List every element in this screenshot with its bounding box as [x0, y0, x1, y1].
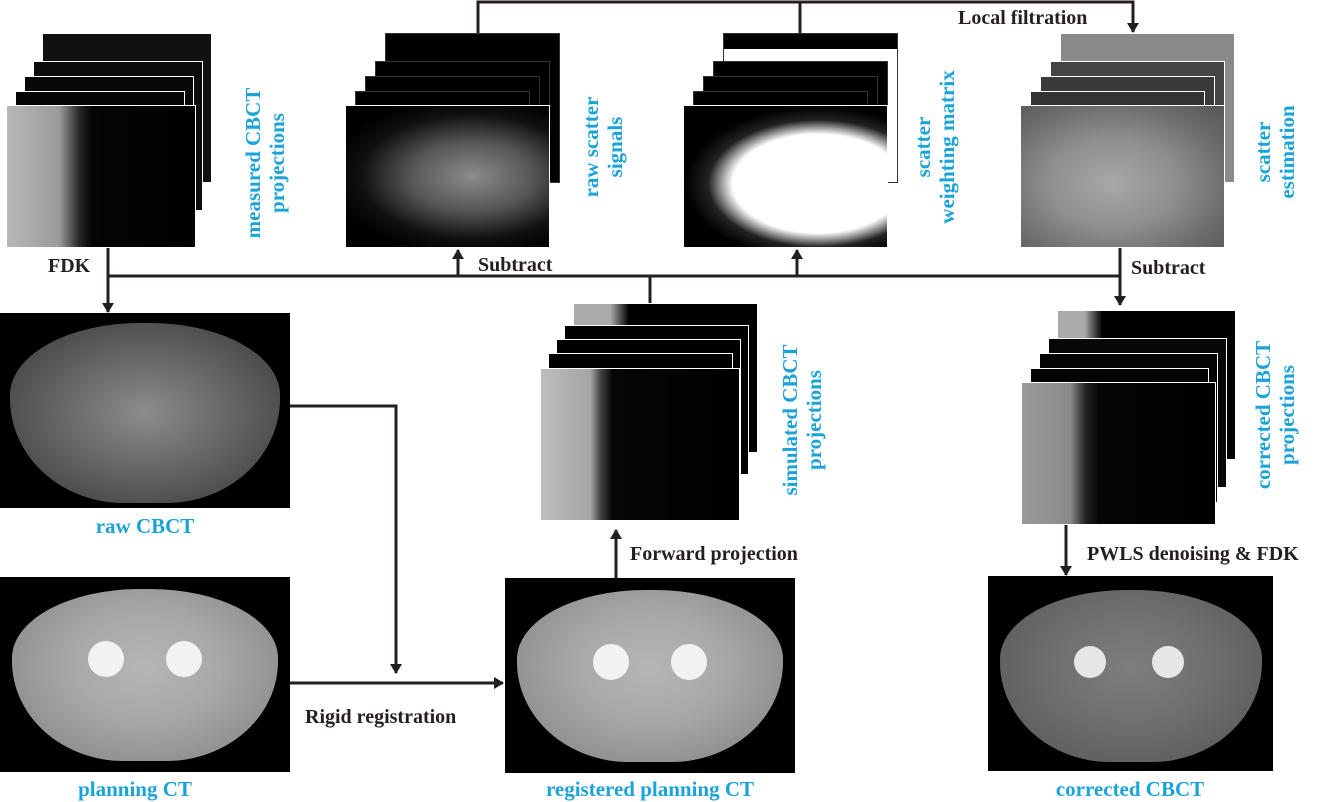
subtract-left-label: Subtract — [478, 254, 553, 276]
simulated-projections-stack — [540, 303, 760, 521]
raw-to-reg-arrow — [290, 404, 402, 674]
measured-projections-stack — [6, 33, 216, 248]
registered-planning-ct-caption: registered planning CT — [545, 777, 755, 801]
corrected-cbct-caption: corrected CBCT — [1055, 777, 1205, 801]
subtract-right-label: Subtract — [1131, 257, 1206, 279]
scatter-estimation-stack — [1020, 33, 1235, 248]
weighting-matrix-stack — [683, 33, 898, 248]
rigid-registration-label: Rigid registration — [305, 706, 457, 728]
corrected-cbct-image — [988, 576, 1273, 771]
top-loop-line — [476, 0, 1139, 45]
corrected-projections-stack — [1021, 310, 1236, 525]
fdk-label: FDK — [48, 255, 91, 277]
raw-cbct-image — [0, 313, 290, 508]
pwls-label: PWLS denoising & FDK — [1087, 543, 1299, 565]
raw-scatter-stack — [345, 33, 560, 248]
registered-planning-ct-image — [505, 578, 795, 773]
planning-ct-caption: planning CT — [78, 777, 192, 801]
local-filtration-label: Local filtration — [958, 7, 1088, 29]
main-bus — [106, 248, 1120, 278]
planning-ct-image — [0, 577, 290, 772]
forward-projection-label: Forward projection — [630, 543, 798, 565]
raw-cbct-caption: raw CBCT — [95, 514, 195, 538]
